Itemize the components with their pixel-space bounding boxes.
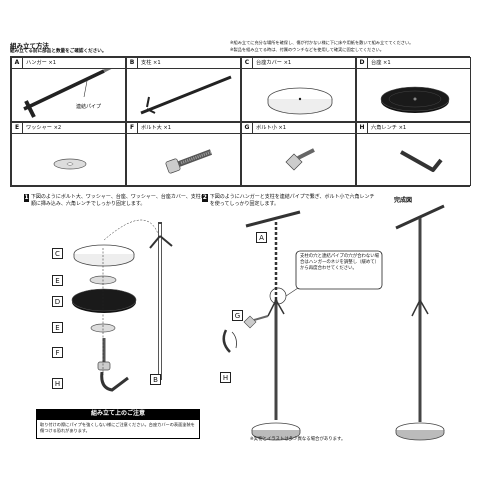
caution-heading: 組み立て上のご注意 [36, 409, 200, 419]
step2-callout-box [295, 250, 383, 290]
complete-label: 完成図 [394, 197, 413, 204]
label-g: G [232, 310, 243, 321]
part-letter: G [242, 123, 253, 133]
step-text: 下図のようにボルト大、ワッシャー、台座、ワッシャー、台座カバー、支柱の順に挿み込… [30, 194, 206, 207]
page-subtitle: 組み立てる前に部品と数量をご確認ください。 [10, 49, 107, 54]
step2-stand [222, 210, 301, 441]
small-bolt-illustration [285, 148, 315, 171]
hex-wrench-illustration [400, 150, 443, 172]
hanger-illustration [23, 69, 112, 118]
part-letter: H [357, 123, 368, 133]
part-letter: E [12, 123, 23, 133]
washer-illustration [53, 158, 87, 170]
label-h: H [52, 378, 63, 389]
connecting-pipe-callout: 連結パイプ [76, 104, 102, 110]
label-c: C [52, 248, 63, 259]
part-label: 六角レンチ ×1 [371, 125, 407, 131]
completed-stand [395, 204, 445, 441]
label-e: E [52, 275, 63, 286]
label-h2: H [220, 372, 231, 383]
pole-illustration [140, 75, 232, 115]
part-label: ボルト小 ×1 [256, 125, 287, 131]
assembly-notes: ※組み立てに充分な場所を確保し、傷が付かない様に下に床や用紙を敷いて組み立ててく… [230, 40, 470, 53]
step-1: 1 下図のようにボルト大、ワッシャー、台座、ワッシャー、台座カバー、支柱の順に挿… [24, 194, 209, 208]
note-2: ※製品を組み立てる時は、付属のウンチなどを使用して確実に固定してください。 [230, 46, 384, 52]
label-b: B [150, 374, 161, 385]
footer-note: ※実物とイラストは多少異なる場合があります。 [250, 437, 346, 442]
step-2: 2 下図のようにハンガーと支柱を連結パイプで繋ぎ、ボルト小で六角レンチを使ってし… [202, 194, 377, 208]
part-letter: D [357, 58, 368, 68]
large-bolt-illustration [165, 149, 213, 174]
note-1: ※組み立てに充分な場所を確保し、傷が付かない様に下に床や用紙を敷いて組み立ててく… [230, 40, 414, 45]
step1-pole [149, 222, 173, 380]
part-letter: F [127, 123, 138, 133]
caution-text: 取り付けの際にパイプを強くしない様にご注意ください。台座カバーの表面塗装を傷つけ… [36, 419, 200, 439]
step-number: 2 [202, 194, 208, 202]
step-text: 下図のようにハンガーと支柱を連結パイプで繋ぎ、ボルト小で六角レンチを使ってしっか… [209, 194, 375, 207]
page-title: 組み立て方法 [10, 42, 49, 50]
part-label: 台座カバー ×1 [256, 60, 292, 66]
part-label: 支柱 ×1 [141, 60, 161, 66]
part-label: ボルト大 ×1 [141, 125, 172, 131]
label-a: A [256, 232, 267, 243]
label-f: F [52, 347, 63, 358]
label-d: D [52, 296, 63, 307]
step1-stack [71, 219, 161, 392]
part-letter: A [12, 58, 23, 68]
part-label: ワッシャー ×2 [26, 125, 62, 131]
part-letter: C [242, 58, 253, 68]
base-illustration [380, 86, 450, 113]
step-number: 1 [24, 194, 29, 202]
part-label: 台座 ×1 [371, 60, 391, 66]
part-label: ハンガー ×1 [26, 60, 57, 66]
base-cover-illustration [267, 87, 333, 115]
step2-callout-text: 支柱の穴と連結パイプの穴が合わない場合はハンガーのネジを調整し（緩めて）から再度… [300, 254, 380, 272]
label-e2: E [52, 322, 63, 333]
part-letter: B [127, 58, 138, 68]
